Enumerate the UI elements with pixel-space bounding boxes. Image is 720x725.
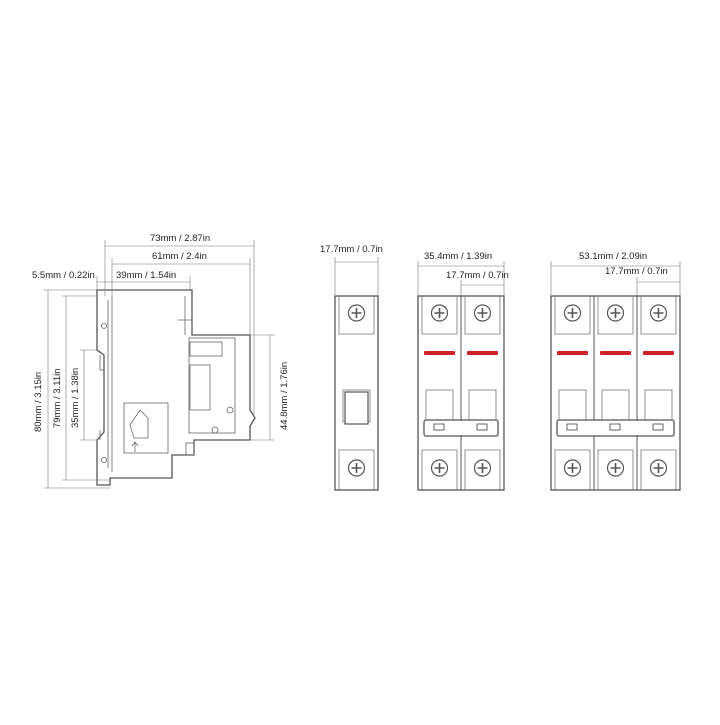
dim-rail-offset-label: 5.5mm / 0.22in [32,270,95,281]
screw-slot [567,463,578,473]
status-indicator [557,351,588,355]
screw-slot [653,308,664,318]
bottom-terminal-housing [640,449,677,490]
front-3-width-label: 53.1mm / 2.09in [579,251,647,262]
screw-slot [351,463,362,473]
side-view: 73mm / 2.87in 61mm / 2.4in 5.5mm / 0.22i… [32,233,290,489]
toggle-slot [425,389,454,423]
front-1-width-label: 17.7mm / 0.7in [320,244,383,255]
side-view-body [96,289,256,486]
top-terminal-housing [640,296,677,335]
toggle-slot [468,389,497,423]
status-indicator [643,351,674,355]
screw-slot [477,308,488,318]
top-terminal-housing [597,296,634,335]
screw-slot [477,463,488,473]
toggle-notch [566,423,578,431]
bottom-terminal-housing [464,449,501,490]
dim-front-depth-label: 39mm / 1.54in [116,270,176,281]
status-indicator [600,351,631,355]
top-terminal-housing [554,296,591,335]
toggle-notch [652,423,664,431]
dim-depth-label: 61mm / 2.4in [152,251,207,262]
toggle-slot [644,389,673,423]
toggle-notch [476,423,488,431]
screw-slot [434,463,445,473]
dim-height-body-label: 79mm / 3.11in [52,369,63,429]
front-view-3-pole [550,261,681,491]
top-terminal-housing [338,296,375,335]
screw-slot [610,308,621,318]
bottom-terminal-housing [421,449,458,490]
front-2-width-label: 35.4mm / 1.39in [424,251,492,262]
top-terminal-housing [421,296,458,335]
front-view-2-pole [417,261,505,491]
toggle-notch [433,423,445,431]
toggle-lever [344,391,369,425]
front-view-1-pole [334,257,379,491]
dim-total-width-label: 73mm / 2.87in [150,233,210,244]
screw-slot [610,463,621,473]
front-2-pole-label: 17.7mm / 0.7in [446,270,509,281]
screw-slot [653,463,664,473]
dim-front-height-label: 44.8mm / 1.76in [279,362,290,430]
bottom-terminal-housing [554,449,591,490]
status-indicator [467,351,498,355]
toggle-slot [601,389,630,423]
status-indicator [424,351,455,355]
toggle-slot [558,389,587,423]
bottom-terminal-housing [338,449,375,490]
screw-slot [567,308,578,318]
screw-slot [434,308,445,318]
front-3-pole-label: 17.7mm / 0.7in [605,266,668,277]
screw-slot [351,308,362,318]
top-terminal-housing [464,296,501,335]
bottom-terminal-housing [597,449,634,490]
dim-rail-label: 35mm / 1.38in [70,368,81,428]
toggle-notch [609,423,621,431]
dim-height-total-label: 80mm / 3.15in [33,372,44,432]
